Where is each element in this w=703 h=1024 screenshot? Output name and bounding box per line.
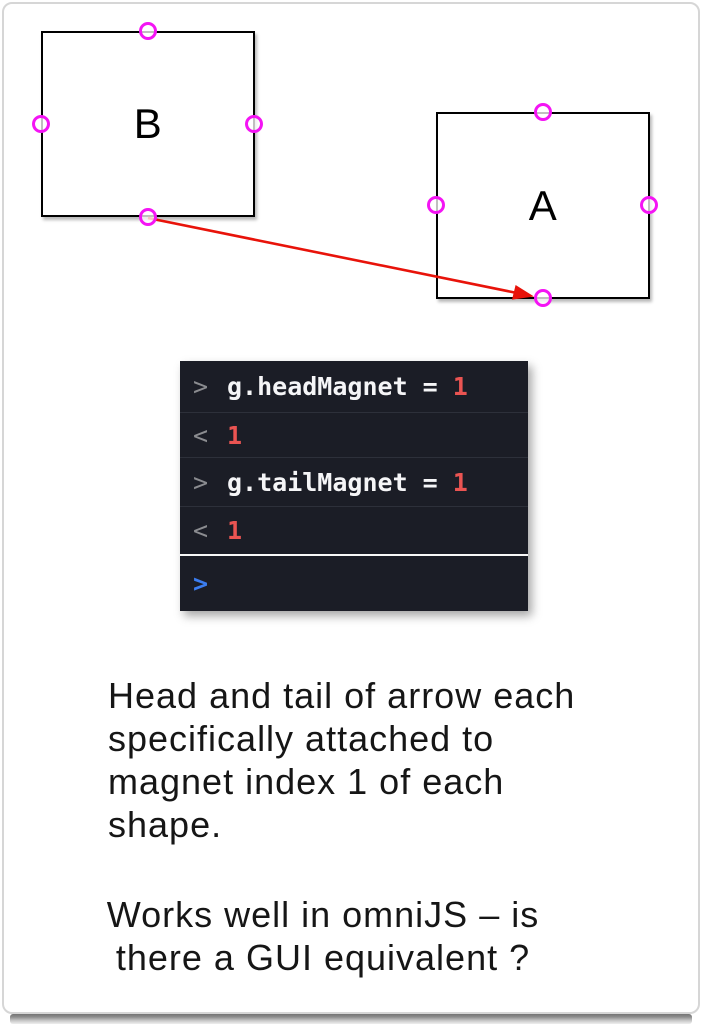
console-row-input-1: > g.headMagnet = 1: [180, 361, 528, 412]
console-value: 1: [227, 420, 243, 450]
shape-b-label: B: [133, 100, 163, 147]
console-result: 1: [227, 516, 242, 545]
console-panel: > g.headMagnet = 1 < 1 > g.tailMagnet = …: [180, 361, 528, 611]
console-output-chevron-icon: <: [193, 420, 209, 450]
magnet-b-bottom-icon: [139, 208, 157, 226]
caption-paragraph-1: Head and tail of arrow each specifically…: [108, 675, 576, 845]
next-image-top-edge: [10, 1014, 692, 1024]
magnet-b-left-icon: [32, 115, 50, 133]
console-input-chevron-icon: >: [193, 467, 209, 497]
console-expression: g.headMagnet: [227, 372, 408, 401]
console-command: g.tailMagnet = 1: [227, 468, 468, 497]
console-row-output-2: < 1: [180, 506, 528, 554]
magnet-a-left-icon: [427, 196, 445, 214]
caption-paragraph-2: Works well in omniJS – is there a GUI eq…: [106, 894, 540, 978]
magnet-a-bottom-icon: [534, 289, 552, 307]
console-result: 1: [227, 421, 242, 450]
console-operator: =: [422, 372, 438, 401]
console-row-input-2: > g.tailMagnet = 1: [180, 457, 528, 506]
console-operator: =: [422, 467, 438, 497]
console-row-output-1: < 1: [180, 412, 528, 457]
magnet-b-top-icon: [139, 22, 157, 40]
magnet-a-right-icon: [640, 196, 658, 214]
shape-a-label: A: [528, 181, 558, 229]
console-input-chevron-icon: >: [193, 372, 209, 401]
console-value: 1: [452, 467, 468, 497]
console-value: 1: [452, 372, 468, 401]
console-command: g.headMagnet = 1: [227, 372, 468, 401]
console-input-divider: [180, 554, 528, 556]
magnet-b-right-icon: [245, 115, 263, 133]
shape-a: A: [436, 112, 650, 299]
magnet-a-top-icon: [534, 103, 552, 121]
console-value: 1: [227, 516, 243, 545]
console-output-chevron-icon: <: [193, 516, 209, 545]
console-row-prompt: >: [180, 556, 528, 610]
console-active-chevron-icon: >: [193, 568, 209, 598]
console-expression: g.tailMagnet: [227, 467, 408, 497]
shape-b: B: [41, 31, 255, 217]
